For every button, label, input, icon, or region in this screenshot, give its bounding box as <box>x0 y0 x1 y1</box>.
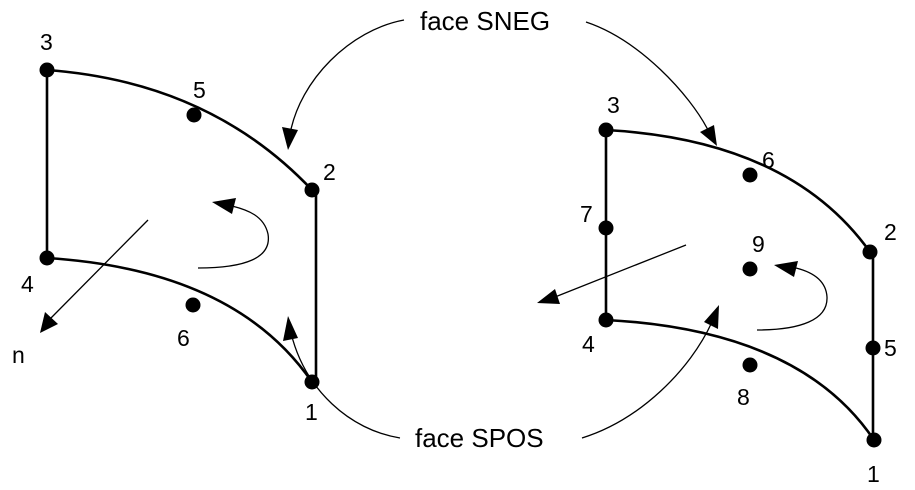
right-circulation-arrow <box>756 267 828 331</box>
face-spos-annotation: face SPOS <box>283 305 719 453</box>
face-sneg-arrow-left <box>289 19 405 135</box>
right-node-2 <box>862 244 878 260</box>
left-node-2 <box>304 182 320 198</box>
right-node-label-5: 5 <box>884 335 897 361</box>
left-node-5 <box>186 107 202 123</box>
left-node-label-1: 1 <box>305 399 318 425</box>
right-node-7 <box>598 220 614 236</box>
left-circulation-arrow <box>197 205 269 269</box>
right-normal-vector-line <box>554 244 687 298</box>
left-node-label-6: 6 <box>177 325 190 351</box>
face-spos-arrow-right <box>581 321 713 439</box>
left-node-3 <box>39 62 55 78</box>
left-circulation-arrowhead <box>212 198 236 214</box>
face-sneg-annotation: face SNEG <box>282 6 717 150</box>
right-node-label-3: 3 <box>607 92 620 118</box>
left-node-label-3: 3 <box>40 29 53 55</box>
left-edge-4-6-1 <box>46 256 314 383</box>
face-spos-arrowhead-right <box>704 305 719 329</box>
right-node-label-1: 1 <box>867 461 880 487</box>
face-sneg-label: face SNEG <box>420 6 550 36</box>
left-edge-3-5-2 <box>46 68 313 191</box>
right-node-6 <box>742 167 758 183</box>
face-spos-label: face SPOS <box>415 423 544 453</box>
right-node-1 <box>866 432 882 448</box>
left-node-6 <box>185 297 201 313</box>
right-node-5 <box>865 340 881 356</box>
right-node-label-8: 8 <box>737 384 750 410</box>
right-node-label-4: 4 <box>582 331 595 357</box>
left-element: 3 5 2 4 6 1 n <box>12 29 336 425</box>
left-node-4 <box>39 250 55 266</box>
right-node-4 <box>598 312 614 328</box>
face-sneg-arrowhead-right <box>700 125 717 146</box>
right-node-9 <box>742 261 758 277</box>
right-node-label-6: 6 <box>762 147 775 173</box>
normal-vector-label: n <box>12 342 25 368</box>
right-node-label-9: 9 <box>752 231 765 257</box>
face-sneg-arrowhead-left <box>282 127 298 150</box>
left-node-label-2: 2 <box>323 159 336 185</box>
right-edge-4-8-1 <box>605 318 876 441</box>
normal-vector-line <box>48 219 149 321</box>
right-node-label-7: 7 <box>580 201 593 227</box>
face-sneg-arrow-right <box>585 21 709 131</box>
right-node-8 <box>742 357 758 373</box>
left-node-label-4: 4 <box>21 271 34 297</box>
right-node-label-2: 2 <box>884 219 897 245</box>
left-node-label-5: 5 <box>193 77 206 103</box>
right-normal-vector-arrowhead <box>537 289 560 304</box>
face-spos-arrowhead-left <box>283 316 298 341</box>
face-spos-arrow-left <box>290 332 401 439</box>
normal-vector-arrowhead <box>40 312 58 333</box>
right-circulation-arrowhead <box>774 261 798 277</box>
right-node-3 <box>598 122 614 138</box>
right-element: 3 6 2 7 9 4 5 8 1 <box>537 92 897 487</box>
right-edge-3-6-2 <box>605 128 872 253</box>
